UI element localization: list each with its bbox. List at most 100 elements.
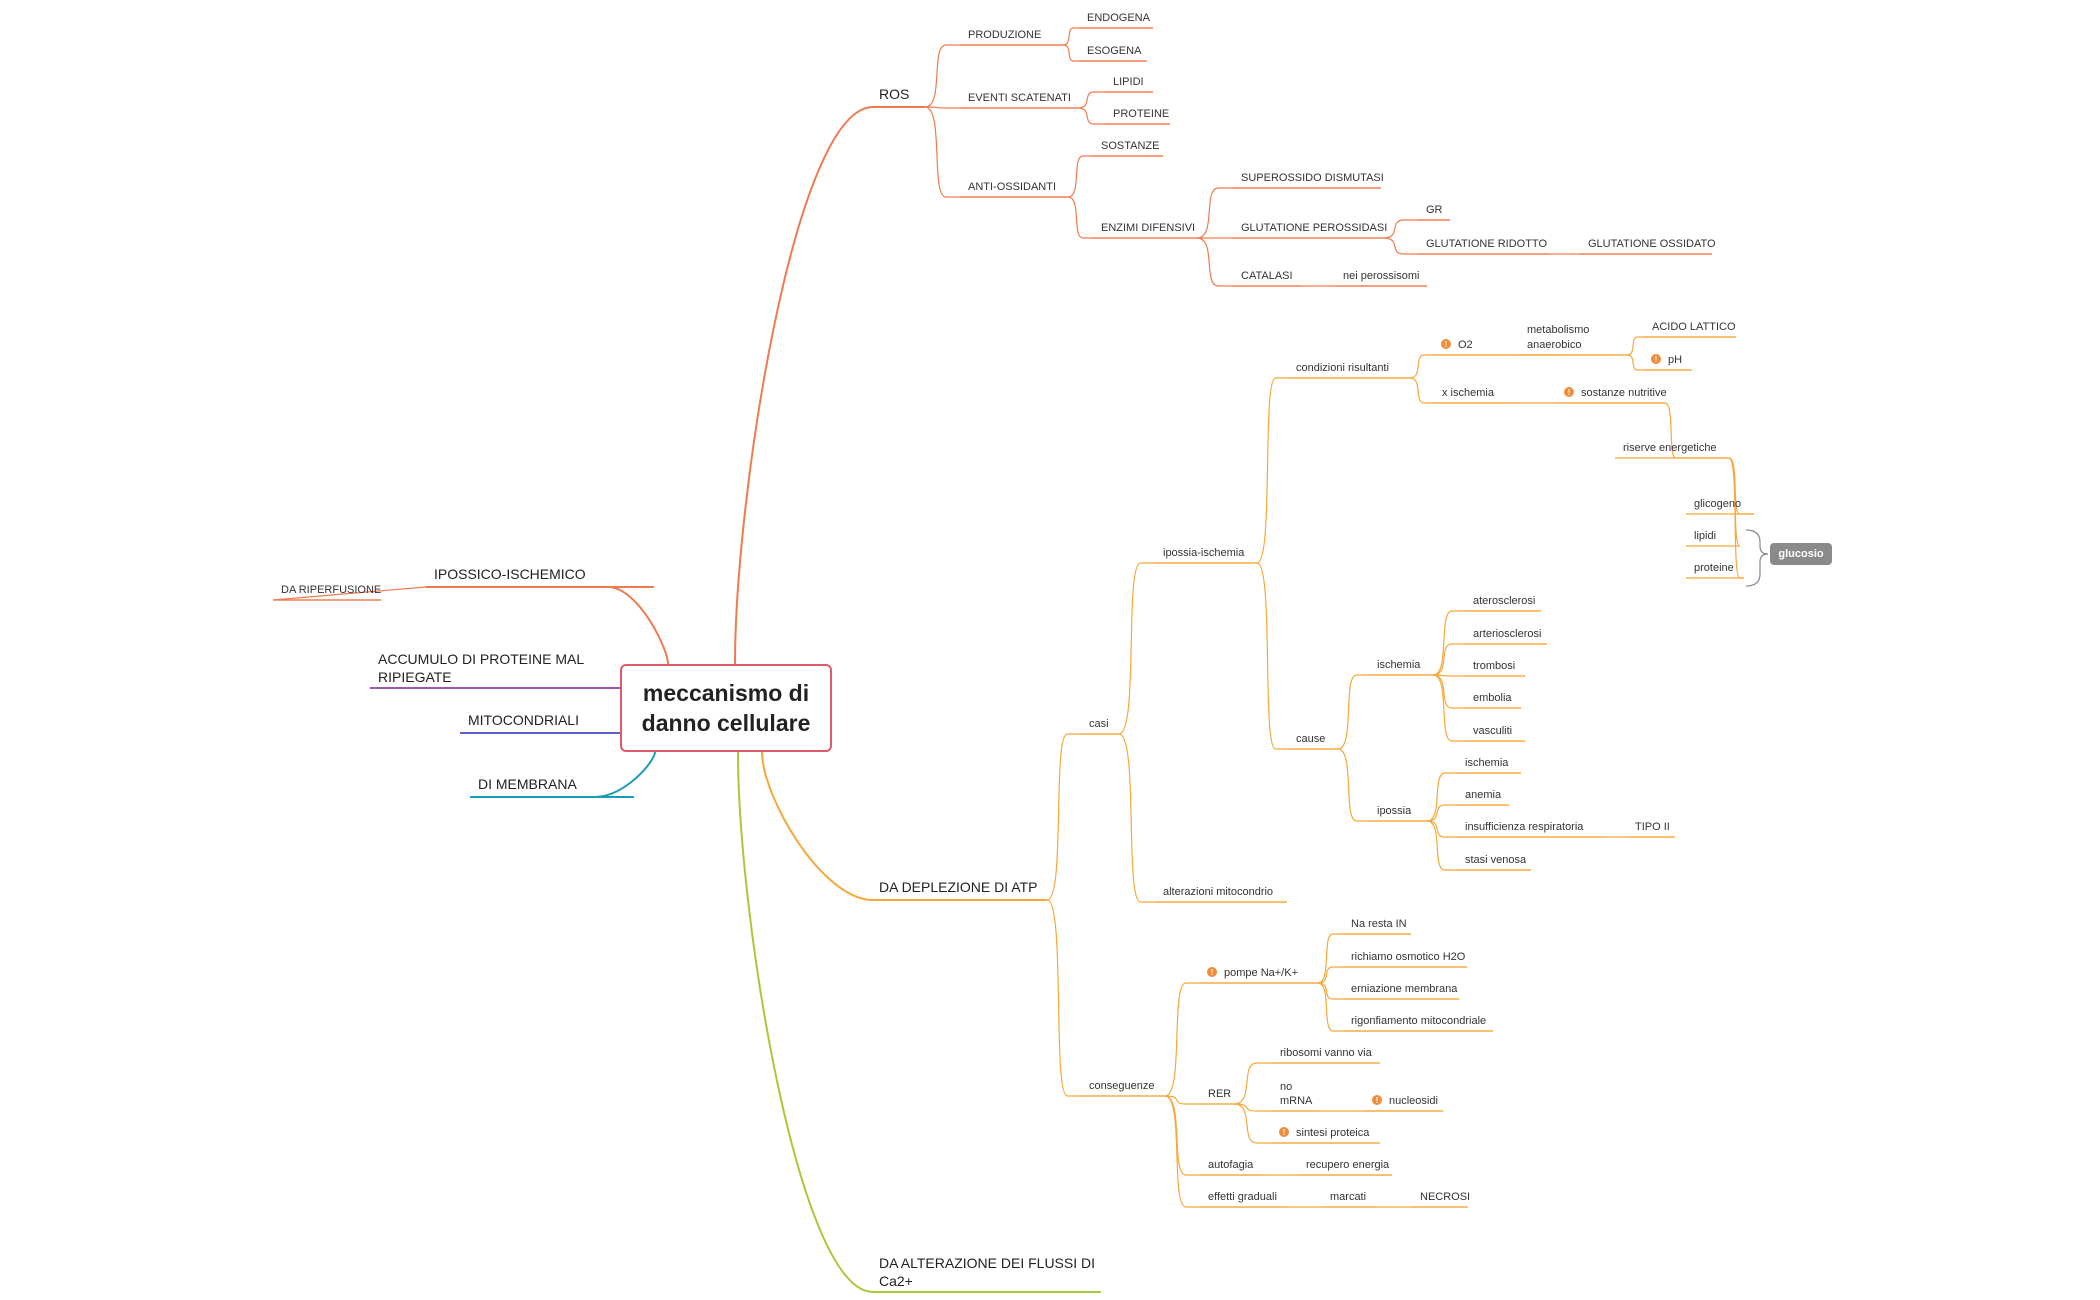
node-enzimi[interactable]: ENZIMI DIFENSIVI (1101, 222, 1195, 234)
node-naresta[interactable]: Na resta IN (1351, 918, 1407, 930)
node-sostanze[interactable]: SOSTANZE (1101, 140, 1159, 152)
node-catalasi[interactable]: CATALASI (1241, 270, 1293, 282)
connector-altmito (1118, 733, 1287, 903)
node-gssg[interactable]: GLUTATIONE OSSIDATO (1588, 238, 1716, 250)
node-ischemia2[interactable]: ischemia (1465, 757, 1509, 769)
node-antiox[interactable]: ANTI-OSSIDANTI (968, 181, 1056, 193)
node-ipossia_isch[interactable]: ipossia-ischemia (1163, 547, 1245, 559)
node-proteinemal[interactable]: ACCUMULO DI PROTEINE MAL (378, 651, 584, 667)
node-proteine1[interactable]: PROTEINE (1113, 108, 1169, 120)
node-eventi[interactable]: EVENTI SCATENATI (968, 92, 1071, 104)
node-isch[interactable]: IPOSSICO-ISCHEMICO (434, 566, 586, 582)
node-effetti[interactable]: effetti graduali (1208, 1191, 1277, 1203)
node-arterioscl[interactable]: arteriosclerosi (1473, 628, 1541, 640)
node-condizioni[interactable]: condizioni risultanti (1296, 362, 1389, 374)
node-marcati[interactable]: marcati (1330, 1191, 1366, 1203)
node-no1[interactable]: no (1280, 1081, 1292, 1093)
info-marker-glyph: ! (1211, 968, 1214, 977)
connector-vasculiti (1432, 674, 1525, 742)
node-o2[interactable]: O2 (1458, 339, 1473, 351)
node-rer[interactable]: RER (1208, 1088, 1231, 1100)
node-glicogeno[interactable]: glicogeno (1694, 498, 1741, 510)
node-rigonf[interactable]: rigonfiamento mitocondriale (1351, 1015, 1486, 1027)
node-vasculiti[interactable]: vasculiti (1473, 725, 1512, 737)
node-altmito[interactable]: alterazioni mitocondrio (1163, 886, 1273, 898)
node-recupero[interactable]: recupero energia (1306, 1159, 1390, 1171)
node-ischemia[interactable]: ischemia (1377, 659, 1421, 671)
connector-sintesi (1233, 1103, 1380, 1144)
node-insuff[interactable]: insufficienza respiratoria (1465, 821, 1584, 833)
node-riperf[interactable]: DA RIPERFUSIONE (281, 584, 381, 596)
node-calcio[interactable]: DA ALTERAZIONE DEI FLUSSI DI (879, 1255, 1095, 1271)
node-labels: ROS PRODUZIONE ENDOGENA ESOGENA EVENTI SCATE… (281, 12, 1741, 1289)
node-richiamo[interactable]: richiamo osmotico H2O (1351, 951, 1466, 963)
connector-stasi (1426, 820, 1531, 871)
node-acido[interactable]: ACIDO LATTICO (1652, 321, 1736, 333)
connector-pompe (1164, 982, 1318, 1097)
node-lipidi2[interactable]: lipidi (1694, 530, 1716, 542)
connector-ipossia_isch (1118, 562, 1257, 735)
node-autofagia[interactable]: autofagia (1208, 1159, 1254, 1171)
node-mitocondriali[interactable]: MITOCONDRIALI (468, 712, 579, 728)
info-marker-glyph: ! (1445, 340, 1448, 349)
connector-arterioscl (1432, 643, 1547, 676)
node-trombosi[interactable]: trombosi (1473, 660, 1515, 672)
node-esogena[interactable]: ESOGENA (1087, 45, 1142, 57)
node-gpx[interactable]: GLUTATIONE PEROSSIDASI (1241, 222, 1387, 234)
connector-cause (1256, 562, 1338, 750)
glucosio-summary-badge[interactable]: glucosio (1770, 543, 1832, 565)
node-riserve[interactable]: riserve energetiche (1623, 442, 1717, 454)
node-metab1[interactable]: metabolismo (1527, 324, 1589, 336)
node-perox[interactable]: nei perossisomi (1343, 270, 1419, 282)
connector-lines (272, 27, 1754, 1293)
connector-esogena (1062, 44, 1147, 62)
connector-rer (1164, 1095, 1234, 1105)
connector-proteine1 (1077, 107, 1170, 125)
node-tipo2[interactable]: TIPO II (1635, 821, 1670, 833)
node-anemia[interactable]: anemia (1465, 789, 1502, 801)
connector-calcio (737, 751, 1101, 1293)
connector-anemia (1426, 804, 1509, 822)
node-necrosi[interactable]: NECROSI (1420, 1191, 1470, 1203)
node-sintesi[interactable]: sintesi proteica (1296, 1127, 1370, 1139)
node-conseg[interactable]: conseguenze (1089, 1080, 1154, 1092)
node-sostnutr[interactable]: sostanze nutritive (1581, 387, 1667, 399)
node-gsh[interactable]: GLUTATIONE RIDOTTO (1426, 238, 1547, 250)
node-nucleosidi[interactable]: nucleosidi (1389, 1095, 1438, 1107)
connector-conseg (1046, 899, 1165, 1097)
node-ph[interactable]: pH (1668, 354, 1682, 366)
connector-ribosomi (1233, 1062, 1380, 1105)
connector-antiox (924, 106, 1068, 198)
connector-xisch (1409, 377, 1518, 404)
node-ros[interactable]: ROS (879, 86, 909, 102)
node-membrana[interactable]: DI MEMBRANA (478, 776, 577, 792)
node-embolia[interactable]: embolia (1473, 692, 1512, 704)
info-marker-icon (1441, 339, 1451, 349)
node-ateroscl[interactable]: aterosclerosi (1473, 595, 1535, 607)
node-cause[interactable]: cause (1296, 733, 1325, 745)
node-endogena[interactable]: ENDOGENA (1087, 12, 1151, 24)
node-proteinemal-line2[interactable]: RIPIEGATE (378, 669, 452, 685)
node-ribosomi[interactable]: ribosomi vanno via (1280, 1047, 1373, 1059)
node-produzione[interactable]: PRODUZIONE (968, 29, 1041, 41)
node-xisch[interactable]: x ischemia (1442, 387, 1495, 399)
node-sod[interactable]: SUPEROSSIDO DISMUTASI (1241, 172, 1384, 184)
node-gr[interactable]: GR (1426, 204, 1443, 216)
node-pompe[interactable]: pompe Na+/K+ (1224, 967, 1298, 979)
central-topic[interactable]: meccanismo di danno cellulare (620, 664, 832, 752)
node-stasi[interactable]: stasi venosa (1465, 854, 1527, 866)
node-mrna[interactable]: mRNA (1280, 1095, 1313, 1107)
node-ipossia[interactable]: ipossia (1377, 805, 1412, 817)
node-casi[interactable]: casi (1089, 718, 1109, 730)
node-proteine2[interactable]: proteine (1694, 562, 1734, 574)
node-lipidi1[interactable]: LIPIDI (1113, 76, 1144, 88)
connector-catalasi (1196, 237, 1301, 287)
node-erniaz[interactable]: erniazione membrana (1351, 983, 1458, 995)
connector-effetti (1164, 1095, 1288, 1208)
node-atp[interactable]: DA DEPLEZIONE DI ATP (879, 879, 1037, 895)
node-calcio-line2[interactable]: Ca2+ (879, 1273, 913, 1289)
connector-enzimi (1067, 196, 1197, 239)
connector-ipossia (1337, 748, 1427, 822)
node-metab2[interactable]: anaerobico (1527, 339, 1581, 351)
connector-richiamo (1317, 966, 1467, 984)
